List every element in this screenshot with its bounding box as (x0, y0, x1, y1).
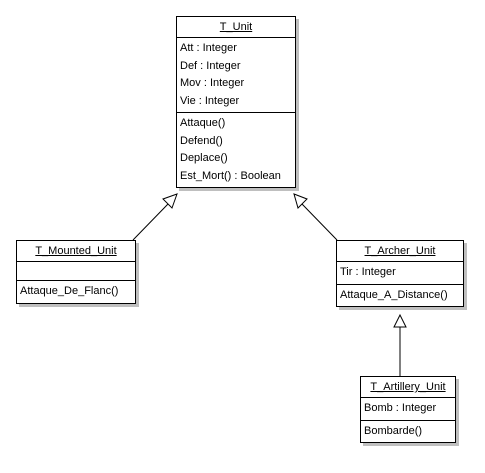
attributes-compartment (17, 262, 135, 281)
operation: Deplace() (180, 152, 228, 164)
attributes-compartment: Tir : Integer (337, 262, 463, 285)
operations-compartment: Attaque_De_Flanc() (17, 281, 135, 303)
attribute: Att : Integer (180, 42, 237, 54)
attribute: Mov : Integer (180, 77, 245, 89)
class-t-artillery-unit[interactable]: T_Artillery_Unit Bomb : Integer Bombarde… (360, 376, 456, 443)
attribute: Vie : Integer (180, 94, 240, 107)
generalization-line-mounted-to-unit (132, 203, 169, 241)
operations-compartment: Attaque_A_Distance() (337, 285, 463, 307)
operations-compartment: Bombarde() (361, 421, 455, 443)
attributes-compartment: Bomb : Integer (361, 398, 455, 421)
operations-compartment: Attaque() Defend() Deplace() Est_Mort() … (177, 113, 295, 187)
class-name: T_Unit (177, 17, 295, 38)
generalization-arrowhead-unit-right (293, 193, 308, 209)
attributes-compartment: Att : Integer Def : Integer Mov : Intege… (177, 38, 295, 113)
attribute: Def : Integer (180, 59, 241, 72)
attribute: Bomb : Integer (364, 402, 437, 414)
class-name: T_Mounted_Unit (17, 241, 135, 262)
operation: Bombarde() (364, 424, 423, 437)
operation: Attaque_De_Flanc() (20, 285, 119, 297)
attribute: Tir : Integer (340, 266, 396, 278)
operation: Attaque_A_Distance() (340, 288, 448, 301)
generalization-line-archer-to-unit (301, 203, 338, 241)
operation: Attaque() (180, 117, 226, 129)
class-t-mounted-unit[interactable]: T_Mounted_Unit Attaque_De_Flanc() (16, 240, 136, 304)
class-t-unit[interactable]: T_Unit Att : Integer Def : Integer Mov :… (176, 16, 296, 188)
generalization-arrowhead-unit-left (162, 193, 178, 209)
class-name: T_Archer_Unit (337, 241, 463, 262)
operation: Est_Mort() : Boolean (180, 169, 281, 182)
class-t-archer-unit[interactable]: T_Archer_Unit Tir : Integer Attaque_A_Di… (336, 240, 464, 307)
operation: Defend() (180, 134, 223, 147)
generalization-arrowhead-archer (393, 313, 407, 328)
class-name: T_Artillery_Unit (361, 377, 455, 398)
